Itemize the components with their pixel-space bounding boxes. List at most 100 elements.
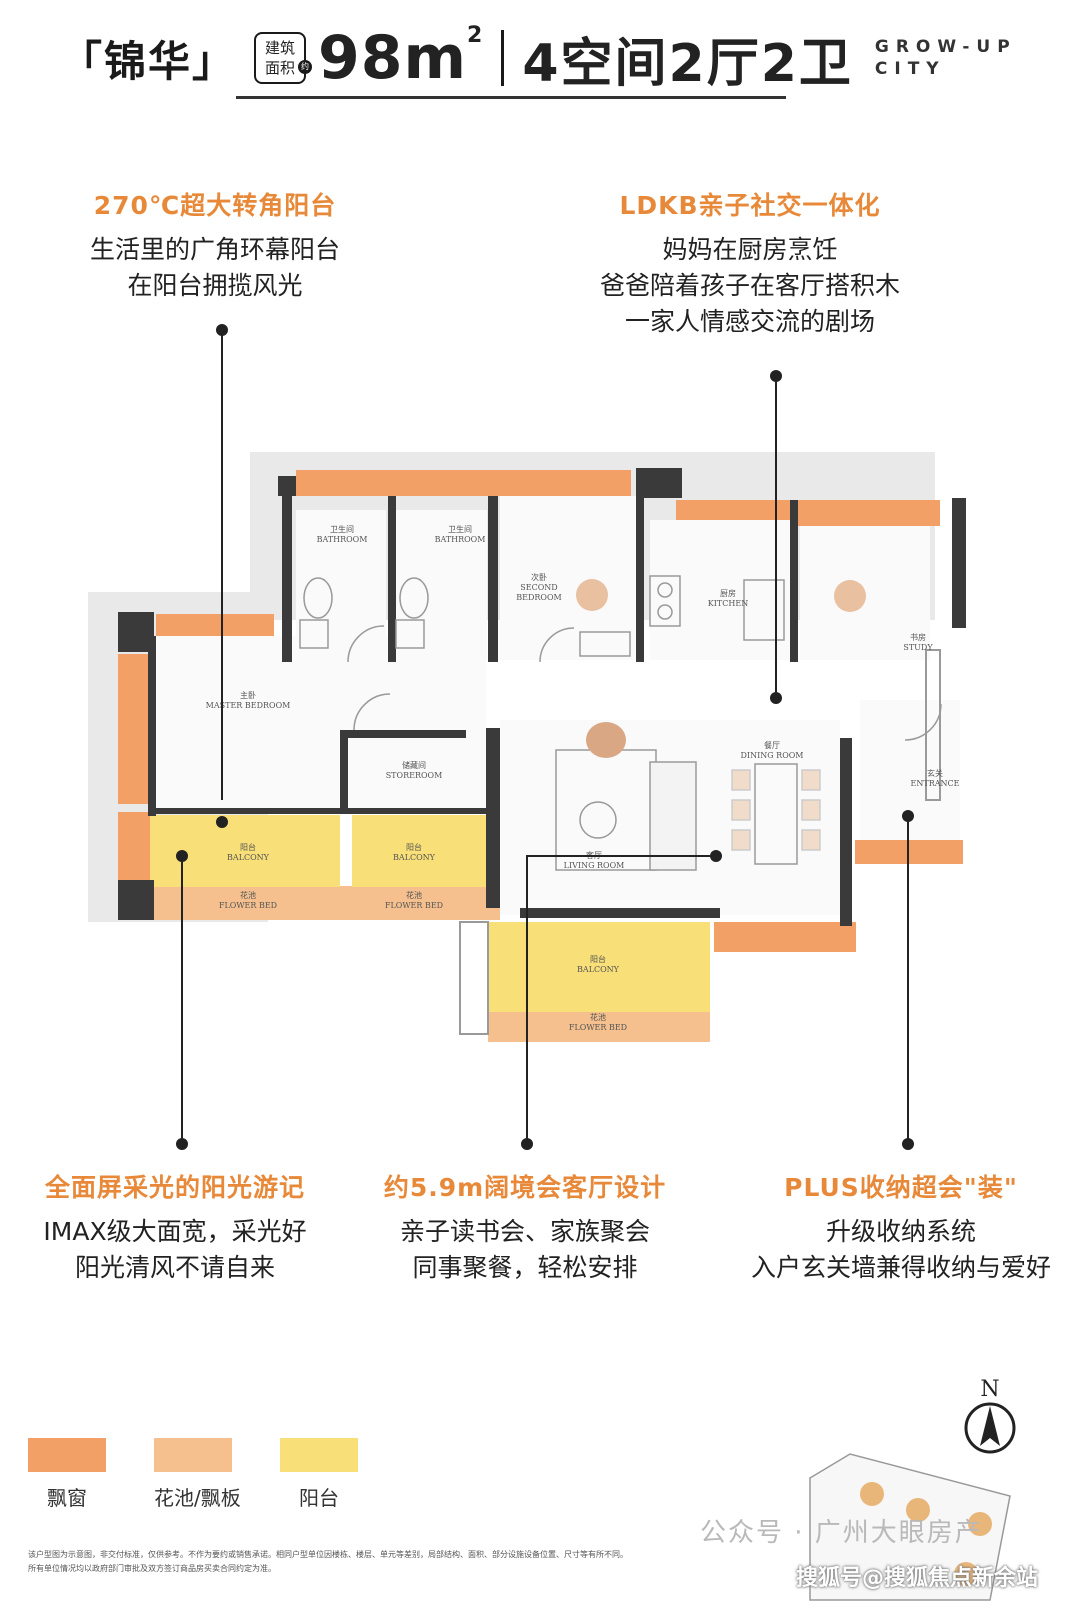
flower-bed [488,1010,710,1042]
room-bathroom1-cn: 卫生间 [330,524,354,534]
legend-swatch [154,1438,232,1472]
badge-top: 建筑 [265,39,296,57]
badge-sub: 约 [298,60,313,74]
leader-dot [216,324,228,336]
disclaimer-line: 该户型图为示意图，非交付标准，仅供参考。不作为要约或销售承诺。相同户型单位因楼栋… [28,1550,628,1559]
callout-title: 约5.9m阔境会客厅设计 [383,1173,667,1202]
area-number: 98m [318,23,468,93]
compass-icon: N [964,1377,1016,1454]
bay-window [714,922,856,952]
chair-icon [576,579,608,611]
callout-storage: PLUS收纳超会"装" 升级收纳系统 入户玄关墙兼得收纳与爱好 [728,1168,1074,1286]
leader-dot [902,810,914,822]
room-storeroom-en: STOREROOM [386,771,443,780]
room-balcony1-cn: 阳台 [240,842,256,852]
bay-window [855,840,963,864]
room-balcony2-en: BALCONY [393,853,436,862]
callout-line: 一家人情感交流的剧场 [624,307,875,336]
leader-line [775,376,777,702]
callout-line: IMAX级大面宽，采光好 [43,1217,307,1246]
room-balcony2-cn: 阳台 [406,842,422,852]
site-map [809,1453,1011,1601]
leader-dot [521,1138,533,1150]
room-dining-en: DINING ROOM [741,751,804,760]
callout-living: 约5.9m阔境会客厅设计 亲子读书会、家族聚会 同事聚餐，轻松安排 [370,1168,680,1286]
room-balcony1-en: BALCONY [227,853,270,862]
bay-window [156,614,274,636]
room-flower2-en: FLOWER BED [385,901,443,910]
armchair-icon [586,722,626,758]
callout-line: 在阳台拥揽风光 [127,271,303,300]
room-bathroom2-en: BATHROOM [435,535,486,544]
room-balcony3-cn: 阳台 [590,954,606,964]
sohu-watermark: 搜狐号@搜狐焦点新余站 [796,1566,1039,1591]
area-badge: 建筑 面积 约 [254,32,313,84]
leader-line [526,856,528,1144]
compass-label: N [980,1377,999,1402]
callout-title: LDKB亲子社交一体化 [619,191,881,220]
room-flower3-en: FLOWER BED [569,1023,627,1032]
growup-line1: GROW-UP [874,37,1017,57]
callout-ldkb: LDKB亲子社交一体化 妈妈在厨房烹饪 爸爸陪着孩子在客厅搭积木 一家人情感交流… [580,186,920,340]
legend-swatch [280,1438,358,1472]
balcony-area [488,922,710,1012]
room-master-bedroom-cn: 主卧 [240,690,256,700]
room-entrance-en: ENTRANCE [911,779,960,788]
callout-line: 亲子读书会、家族聚会 [399,1217,650,1246]
callout-line: 升级收纳系统 [825,1217,976,1246]
room-study-en: STUDY [903,643,933,652]
room-kitchen-en: KITCHEN [708,599,748,608]
leader-dot [710,850,722,862]
room-bathroom1-en: BATHROOM [317,535,368,544]
leader-dot [902,1138,914,1150]
callout-title: PLUS收纳超会"装" [784,1173,1018,1202]
callout-line: 阳光清风不请自来 [74,1253,275,1282]
room-master-bedroom-en: MASTER BEDROOM [206,701,291,710]
bay-window [790,500,940,526]
callout-title: 全面屏采光的阳光游记 [44,1173,305,1202]
chair-icon [834,580,866,612]
room-entrance-cn: 玄关 [927,768,943,778]
page-header: 「锦华」 建筑 面积 约 98m2 4空间2厅2卫 GROW-UP CITY [60,18,1020,98]
room-kitchen-cn: 厨房 [720,588,736,598]
legend-label: 飘窗 [47,1486,87,1510]
leader-line [181,856,183,1144]
legend-flower-bed: 花池/飘板 [154,1438,241,1511]
bay-window [296,470,476,496]
leader-dot [216,816,228,828]
flower-bed [150,886,500,920]
balcony-area [352,815,490,887]
callout-line: 生活里的广角环幕阳台 [89,235,340,264]
disclaimer-line: 所有单位情况均以政府部门审批及双方签订商品房买卖合同约定为准。 [28,1564,276,1573]
leader-dot [176,850,188,862]
legend-bay-window: 飘窗 [28,1438,106,1511]
callout-line: 爸爸陪着孩子在客厅搭积木 [599,271,900,300]
room-second-bedroom-en1: SECOND [520,583,557,592]
leader-line-h [526,855,716,857]
legend-balcony: 阳台 [280,1438,358,1511]
brand-name: 「锦华」 [60,36,237,86]
leader-line [907,816,909,1144]
walls [118,468,966,926]
room-living-en: LIVING ROOM [564,861,625,870]
room-balcony3-en: BALCONY [577,965,620,974]
callout-sunlight: 全面屏采光的阳光游记 IMAX级大面宽，采光好 阳光清风不请自来 [10,1168,340,1286]
callout-balcony270: 270℃超大转角阳台 生活里的广角环幕阳台 在阳台拥揽风光 [70,186,360,304]
leader-dot [770,692,782,704]
callout-line: 同事聚餐，轻松安排 [412,1253,638,1282]
badge-bottom: 面积 [265,59,296,77]
room-dining-cn: 餐厅 [764,741,780,750]
callout-line: 妈妈在厨房烹饪 [662,235,838,264]
disclaimer: 该户型图为示意图，非交付标准，仅供参考。不作为要约或销售承诺。相同户型单位因楼栋… [28,1548,648,1576]
callout-line: 入户玄关墙兼得收纳与爱好 [750,1253,1051,1282]
callout-title: 270℃超大转角阳台 [93,191,337,220]
room-second-bedroom-cn: 次卧 [531,572,547,582]
growup-tag: GROW-UP CITY [875,36,1017,80]
leader-dot [770,370,782,382]
room-flower2-cn: 花池 [406,890,422,900]
legend-label: 花池/飘板 [154,1486,241,1510]
room-study-cn: 书房 [910,632,926,642]
legend-swatch [28,1438,106,1472]
legend-label: 阳台 [299,1486,339,1510]
